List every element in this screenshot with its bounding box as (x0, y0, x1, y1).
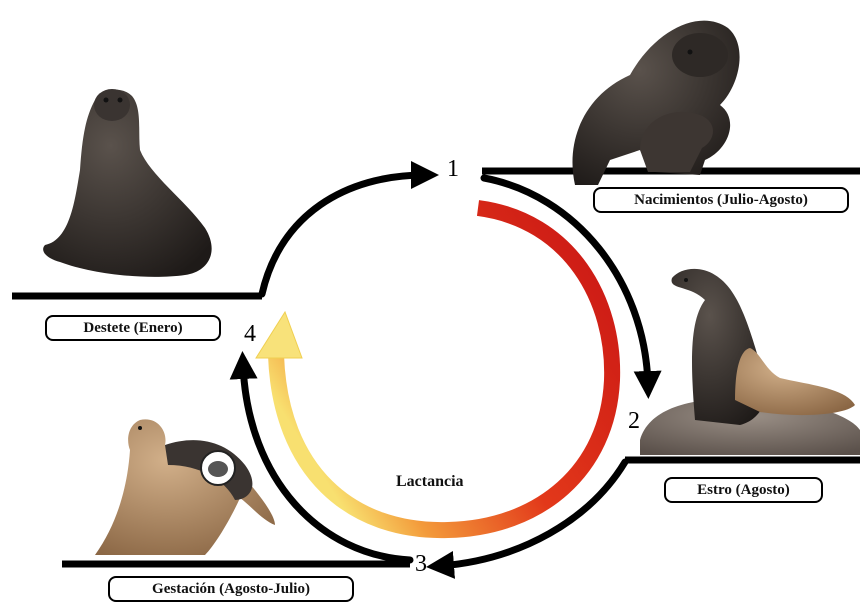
stage-label-weaning: Destete (Enero) (45, 315, 221, 341)
cycle-arrows (243, 175, 648, 566)
arrow-3-to-4 (243, 365, 410, 560)
stage-number-3: 3 (415, 552, 427, 576)
lactation-label: Lactancia (396, 473, 464, 491)
stage-label-estrus: Estro (Agosto) (664, 477, 823, 503)
sea-lion-pair-on-rock-icon (640, 269, 860, 455)
lactation-arrowhead (256, 312, 302, 358)
stage-label-births: Nacimientos (Julio-Agosto) (593, 187, 849, 213)
stage-label-gestation: Gestación (Agosto-Julio) (108, 576, 354, 602)
pregnant-sea-lion-icon (95, 419, 275, 555)
stage-number-2: 2 (628, 409, 640, 433)
stage-number-1: 1 (447, 157, 459, 181)
sea-lion-mother-pup-icon (572, 21, 739, 185)
juvenile-sea-lion-icon (43, 89, 212, 277)
arrow-4-to-1 (262, 175, 425, 294)
stage-number-4: 4 (244, 322, 256, 346)
